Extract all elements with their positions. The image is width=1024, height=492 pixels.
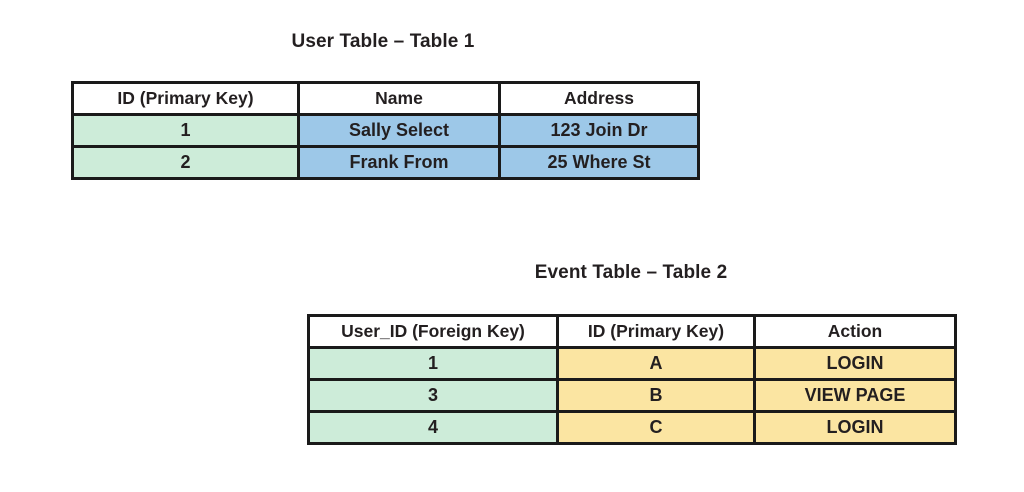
event-row-3-user-id: 4	[307, 410, 559, 445]
event-table-header-row: User_ID (Foreign Key) ID (Primary Key) A…	[307, 314, 957, 349]
user-table-header-address: Address	[498, 81, 700, 116]
event-row-1-user-id: 1	[307, 346, 559, 381]
user-table-header-name-label: Name	[375, 88, 423, 108]
event-row-1-action: LOGIN	[753, 346, 957, 381]
table-row: 2 Frank From 25 Where St	[71, 145, 700, 180]
table-row: 1 A LOGIN	[307, 346, 957, 381]
table-row: 3 B VIEW PAGE	[307, 378, 957, 413]
user-row-1-address: 123 Join Dr	[498, 113, 700, 148]
user-table-header-name: Name	[297, 81, 501, 116]
table-row: 4 C LOGIN	[307, 410, 957, 445]
user-row-1-id: 1	[71, 113, 300, 148]
event-table-title: Event Table – Table 2	[534, 262, 728, 283]
event-table-header-action-label: Action	[827, 321, 883, 341]
event-table-header-id-label: ID (Primary Key)	[587, 321, 725, 341]
user-table: ID (Primary Key) Name Address 1 Sally Se…	[71, 81, 700, 180]
user-table-header-id-label: ID (Primary Key)	[117, 88, 254, 108]
table-row: 1 Sally Select 123 Join Dr	[71, 113, 700, 148]
event-table-header-action: Action	[753, 314, 957, 349]
event-row-2-id: B	[556, 378, 756, 413]
user-table-header-row: ID (Primary Key) Name Address	[71, 81, 700, 116]
user-row-2-id: 2	[71, 145, 300, 180]
user-table-header-address-label: Address	[563, 88, 635, 108]
user-row-2-name: Frank From	[297, 145, 501, 180]
event-row-3-id: C	[556, 410, 756, 445]
event-row-1-id: A	[556, 346, 756, 381]
event-row-2-user-id: 3	[307, 378, 559, 413]
event-row-2-action: VIEW PAGE	[753, 378, 957, 413]
event-row-3-action: LOGIN	[753, 410, 957, 445]
event-table: User_ID (Foreign Key) ID (Primary Key) A…	[307, 314, 957, 445]
user-row-2-address: 25 Where St	[498, 145, 700, 180]
event-table-header-id: ID (Primary Key)	[556, 314, 756, 349]
user-table-header-id: ID (Primary Key)	[71, 81, 300, 116]
event-table-header-user-id: User_ID (Foreign Key)	[307, 314, 559, 349]
user-row-1-name: Sally Select	[297, 113, 501, 148]
user-table-title: User Table – Table 1	[291, 31, 475, 52]
event-table-header-user-id-label: User_ID (Foreign Key)	[341, 321, 525, 341]
